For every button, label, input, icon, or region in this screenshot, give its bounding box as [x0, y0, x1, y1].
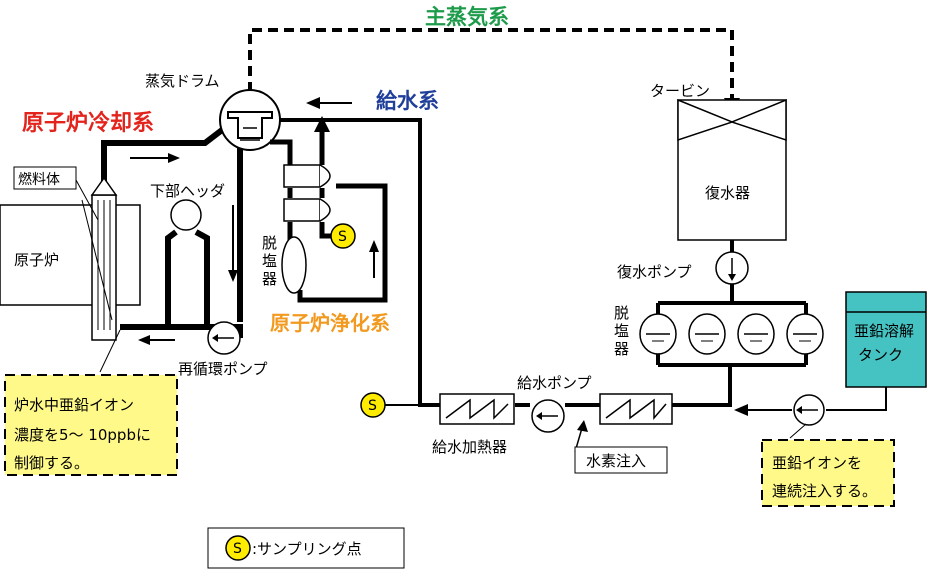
cleanup-heat-exchanger-bottom	[283, 198, 331, 222]
condenser-label: 復水器	[705, 184, 750, 202]
cond-demin-char-3: 器	[614, 340, 629, 358]
fuel-leader-line	[75, 179, 99, 221]
cleanup-sampling-point: S	[330, 223, 356, 249]
cleanup-flow-arrow	[369, 240, 379, 278]
zinc-tank-label-1: 亜鉛溶解	[854, 322, 914, 340]
cleanup-demineralizer-icon	[281, 236, 307, 294]
zinc-note-leader	[789, 423, 807, 439]
turbine-icon	[677, 98, 787, 241]
reactor-zinc-note: 炉水中亜鉛イオン 濃度を5～ 10ppbに 制御する。	[4, 374, 178, 476]
turbine-label: タービン	[650, 82, 710, 100]
sampling-point-icon	[225, 535, 251, 561]
fuel-assembly	[81, 176, 118, 341]
lower-header-icon	[170, 199, 202, 231]
zinc-injection-arrow	[734, 404, 748, 416]
reactor-label: 原子炉	[14, 251, 59, 269]
cond-demin-char-2: 塩	[614, 322, 629, 340]
main-steam-label: 主蒸気系	[425, 5, 509, 29]
svg-text:制御する。: 制御する。	[14, 454, 89, 472]
condensate-demin-2	[688, 313, 726, 355]
bottom-flow-arrow	[138, 335, 175, 345]
primary-cooling-label: 原子炉冷却系	[22, 110, 154, 136]
recirc-pump-label: 再循環ポンプ	[178, 360, 268, 378]
legend: S :サンプリング点	[207, 527, 405, 569]
zinc-pump-icon	[793, 394, 825, 426]
feedwater-heater-icon	[439, 393, 515, 425]
cleanup-demin-char-3: 器	[262, 270, 277, 288]
condensate-demin-4	[786, 313, 824, 355]
svg-text:亜鉛イオンを: 亜鉛イオンを	[772, 454, 862, 472]
feedwater-pump-icon	[531, 399, 565, 433]
feedwater-sampling-point: S	[360, 392, 386, 418]
hydrogen-injection-box	[574, 446, 668, 474]
feedwater-label: 給水系	[376, 89, 439, 113]
recirc-pump-icon	[207, 321, 241, 355]
cleanup-label: 原子炉浄化系	[270, 311, 390, 335]
main-steam-line	[248, 28, 734, 100]
svg-text:S: S	[368, 398, 377, 414]
zinc-tank-label-2: タンク	[858, 346, 903, 364]
primary-flow-arrow	[130, 153, 180, 163]
fuel-label-box	[13, 166, 77, 190]
cleanup-demin-char-2: 塩	[262, 252, 277, 270]
feedwater-pump-label: 給水ポンプ	[517, 374, 592, 392]
feedwater-heater-label: 給水加熱器	[432, 438, 507, 456]
zinc-injection-line	[745, 387, 887, 411]
fuel-label: 燃料体	[18, 171, 60, 188]
feedwater-flow-arrow	[306, 97, 352, 109]
zinc-injection-note: 亜鉛イオンを 連続注入する。	[761, 439, 895, 507]
feedwater-line	[280, 118, 732, 407]
downcomer-flow-arrow	[228, 205, 238, 282]
lower-header-label: 下部ヘッダ	[150, 182, 225, 200]
svg-text:炉水中亜鉛イオン: 炉水中亜鉛イオン	[14, 396, 134, 414]
steam-drum-icon	[219, 89, 281, 151]
cleanup-heat-exchanger-top	[283, 164, 331, 188]
condensate-demin-1	[639, 313, 677, 355]
cond-demin-char-1: 脱	[614, 304, 629, 322]
svg-text:濃度を5～ 10ppbに: 濃度を5～ 10ppbに	[14, 426, 151, 444]
zinc-tank-icon	[845, 291, 927, 388]
cleanup-demin-char-1: 脱	[262, 234, 277, 252]
cleanup-up-arrow	[314, 116, 330, 132]
note-leader-line	[99, 329, 121, 373]
legend-label: :サンプリング点	[252, 540, 362, 558]
condensate-pump-icon	[715, 251, 749, 285]
condensate-pump-label: 復水ポンプ	[617, 263, 692, 281]
hydrogen-injection-label: 水素注入	[586, 452, 646, 470]
low-pressure-heater-icon	[599, 393, 673, 425]
legend-symbol: S	[233, 541, 242, 557]
condensate-demin-3	[737, 313, 775, 355]
condensate-demin-manifold	[656, 284, 808, 367]
steam-drum-label: 蒸気ドラム	[145, 72, 220, 90]
svg-text:連続注入する。: 連続注入する。	[772, 482, 877, 500]
svg-text:S: S	[338, 229, 347, 245]
